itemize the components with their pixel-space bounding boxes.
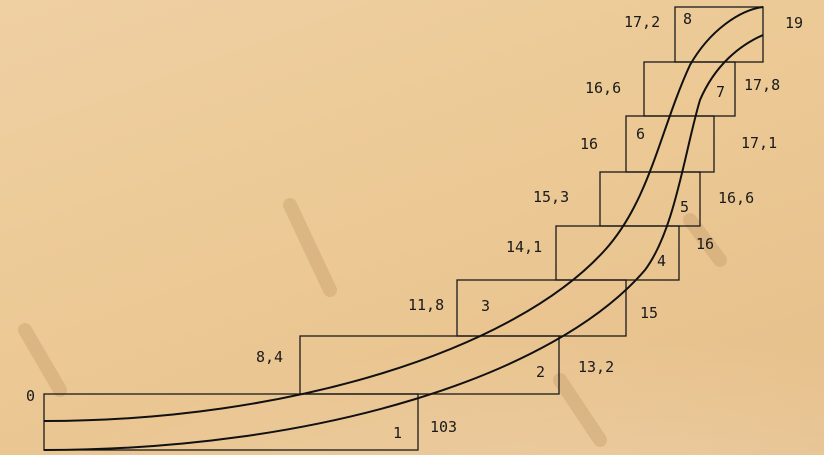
step-number-3: 3: [481, 297, 490, 315]
step-number-2: 2: [536, 363, 545, 381]
step-number-5: 5: [680, 198, 689, 216]
step-number-8: 8: [683, 10, 692, 28]
step-box-3: [456, 279, 627, 337]
upper-curve: [43, 6, 764, 422]
step-number-4: 4: [657, 252, 666, 270]
curves: [43, 6, 764, 451]
labels: 0 1 103 8,4 2 13,2 11,8 3 15 14,1 4 16 1…: [26, 10, 803, 442]
step-right-value-3: 15: [640, 304, 658, 322]
step-left-value-3: 11,8: [408, 296, 444, 314]
step-box-8: [674, 6, 764, 63]
step-left-value-6: 16: [580, 135, 598, 153]
step-right-value-7: 17,8: [744, 76, 780, 94]
step-right-value-8: 19: [785, 14, 803, 32]
lower-curve: [43, 34, 764, 451]
step-right-value-2: 13,2: [578, 358, 614, 376]
step-box-1: [43, 393, 419, 451]
step-right-value-4: 16: [696, 235, 714, 253]
step-left-value-4: 14,1: [506, 238, 542, 256]
step-left-value-7: 16,6: [585, 79, 621, 97]
step-left-value-5: 15,3: [533, 188, 569, 206]
background-shapes: [18, 198, 727, 447]
step-right-value-5: 16,6: [718, 189, 754, 207]
step-boxes: [43, 6, 764, 451]
step-number-1: 1: [393, 424, 402, 442]
step-number-7: 7: [716, 83, 725, 101]
step-left-value-2: 8,4: [256, 348, 283, 366]
step-number-6: 6: [636, 125, 645, 143]
step-left-value-8: 17,2: [624, 13, 660, 31]
step-right-value-1: 103: [430, 418, 457, 436]
origin-label: 0: [26, 387, 35, 405]
step-right-value-6: 17,1: [741, 134, 777, 152]
